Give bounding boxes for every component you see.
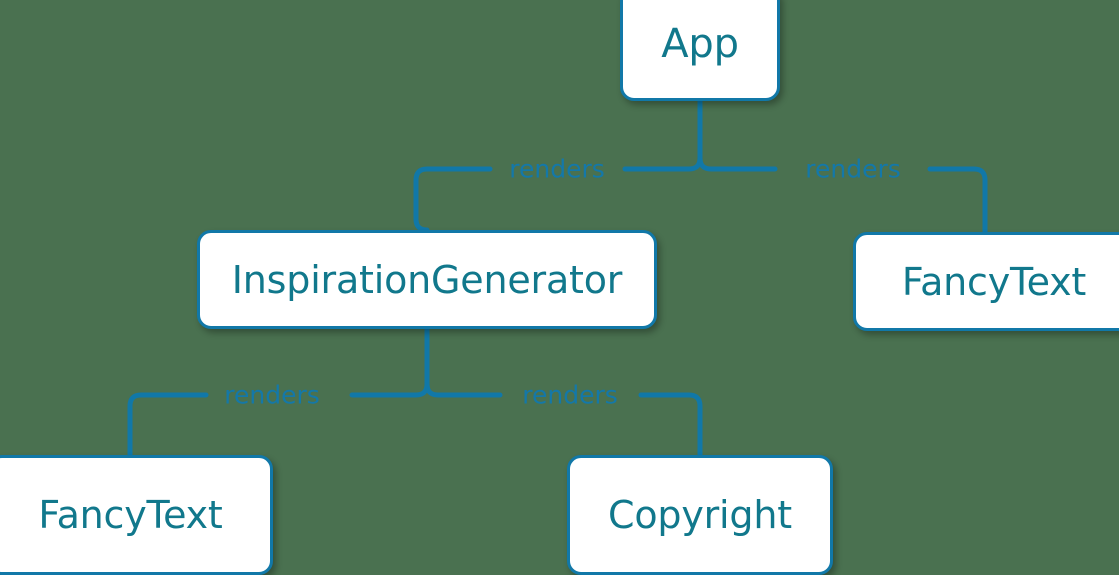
edge-label-inspirationgenerator-to-fancytext-left: renders [224,380,320,410]
node-inspirationgenerator-label: InspirationGenerator [231,257,623,302]
node-copyright[interactable]: Copyright [567,455,833,575]
node-fancytext-right-label: FancyText [901,259,1087,304]
node-fancytext-left-label: FancyText [38,493,223,537]
node-copyright-label: Copyright [608,493,792,537]
node-inspirationgenerator[interactable]: InspirationGenerator [197,230,657,329]
node-app[interactable]: App [620,0,780,101]
node-app-label: App [661,20,739,67]
edge-label-inspirationgenerator-to-copyright: renders [522,380,618,410]
edge-label-app-to-inspirationgenerator: renders [509,154,605,184]
edge-label-app-to-fancytext-right: renders [805,154,901,184]
node-fancytext-left[interactable]: FancyText [0,455,273,575]
node-fancytext-right[interactable]: FancyText [853,232,1119,331]
